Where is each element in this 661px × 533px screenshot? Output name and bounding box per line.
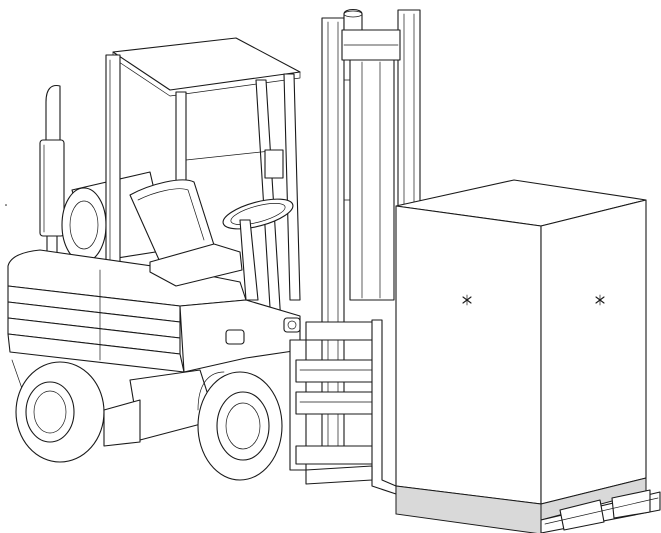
fork-carriage	[289, 319, 397, 495]
exhaust-pipe	[39, 84, 65, 271]
operator-seat	[129, 179, 243, 287]
crate-marker-side	[595, 294, 605, 306]
pallet	[540, 489, 661, 533]
rear-wheel	[15, 361, 141, 463]
mast	[321, 8, 421, 459]
steering-wheel	[222, 198, 301, 345]
crate-pallet-band-front	[395, 485, 542, 533]
front-wheel	[197, 371, 283, 481]
crate-marker-front	[462, 294, 472, 306]
crate	[395, 179, 647, 533]
stray-dot	[5, 204, 7, 206]
